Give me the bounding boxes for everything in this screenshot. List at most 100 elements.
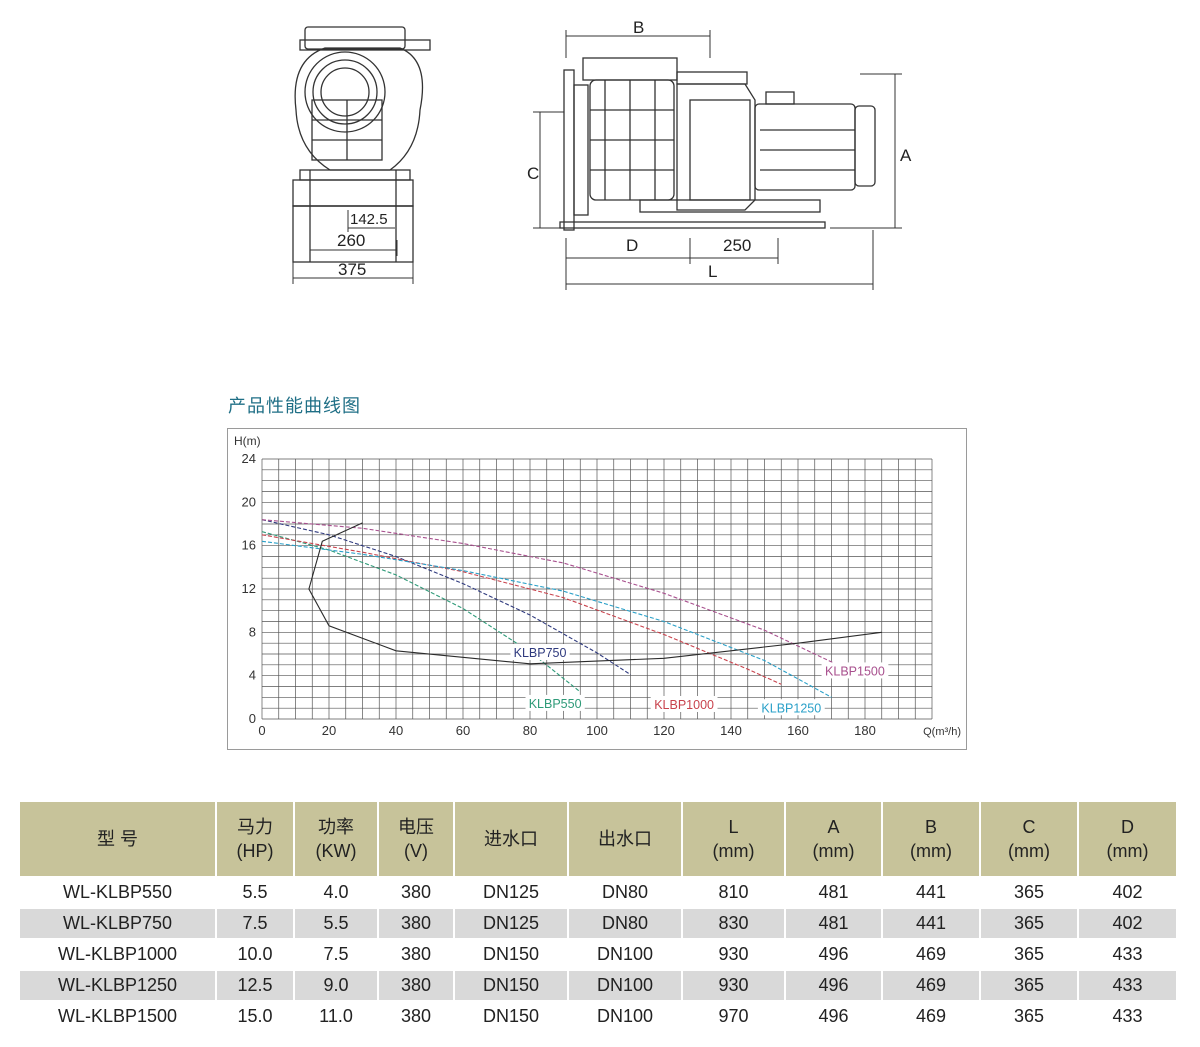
cell-b: 469 bbox=[881, 1000, 981, 1033]
header-c: C(mm) bbox=[979, 800, 1079, 878]
x-tick-label: 160 bbox=[787, 723, 809, 738]
cell-a: 496 bbox=[784, 969, 883, 1002]
cell-model: WL-KLBP750 bbox=[18, 907, 217, 940]
cell-hp: 10.0 bbox=[215, 938, 295, 971]
x-tick-label: 100 bbox=[586, 723, 608, 738]
cell-b: 441 bbox=[881, 907, 981, 940]
cell-hp: 7.5 bbox=[215, 907, 295, 940]
curve-klbp1000 bbox=[261, 534, 782, 685]
front-dimension-lines bbox=[292, 210, 414, 284]
cell-a: 481 bbox=[784, 876, 883, 909]
dim-260: 260 bbox=[337, 231, 366, 250]
curve-label-bg bbox=[525, 694, 585, 711]
curve-label-bg bbox=[510, 644, 570, 660]
cell-d: 433 bbox=[1077, 938, 1178, 971]
cell-kw: 4.0 bbox=[293, 876, 379, 909]
cell-voltage: 380 bbox=[377, 938, 455, 971]
table-row: WL-KLBP1000 10.0 7.5 380 DN150 DN100 930… bbox=[18, 938, 1178, 971]
curve-label-bg bbox=[650, 696, 718, 712]
y-tick-label: 4 bbox=[249, 668, 256, 683]
cell-outlet: DN80 bbox=[567, 876, 683, 909]
x-tick-label: 40 bbox=[389, 723, 403, 738]
curve-klbp550 bbox=[261, 531, 581, 693]
curve-klbp750 bbox=[261, 519, 631, 676]
pump-front-view bbox=[292, 26, 431, 263]
cell-a: 496 bbox=[784, 938, 883, 971]
header-a: A(mm) bbox=[784, 800, 883, 878]
cell-kw: 7.5 bbox=[293, 938, 379, 971]
cell-a: 481 bbox=[784, 907, 883, 940]
header-kw: 功率(KW) bbox=[293, 800, 379, 878]
cell-voltage: 380 bbox=[377, 1000, 455, 1033]
cell-outlet: DN80 bbox=[567, 907, 683, 940]
cell-model: WL-KLBP550 bbox=[18, 876, 217, 909]
cell-model: WL-KLBP1250 bbox=[18, 969, 217, 1002]
cell-d: 402 bbox=[1077, 876, 1178, 909]
y-tick-label: 16 bbox=[242, 538, 256, 553]
header-model: 型 号 bbox=[18, 800, 217, 878]
curve-label-bg bbox=[821, 662, 889, 679]
cell-l: 810 bbox=[681, 876, 786, 909]
cell-voltage: 380 bbox=[377, 907, 455, 940]
x-tick-label: 120 bbox=[653, 723, 675, 738]
curve-label: KLBP750 bbox=[514, 646, 567, 660]
header-inlet: 进水口 bbox=[453, 800, 569, 878]
curve-klbp1250 bbox=[261, 540, 832, 698]
pump-side-view bbox=[559, 57, 876, 231]
x-tick-label: 80 bbox=[523, 723, 537, 738]
cell-hp: 12.5 bbox=[215, 969, 295, 1002]
cell-c: 365 bbox=[979, 876, 1079, 909]
cell-b: 469 bbox=[881, 938, 981, 971]
cell-l: 970 bbox=[681, 1000, 786, 1033]
cell-outlet: DN100 bbox=[567, 969, 683, 1002]
y-tick-label: 8 bbox=[249, 624, 256, 639]
cell-model: WL-KLBP1500 bbox=[18, 1000, 217, 1033]
dim-a: A bbox=[900, 146, 912, 165]
dim-d: D bbox=[626, 236, 639, 255]
table-row: WL-KLBP1250 12.5 9.0 380 DN150 DN100 930… bbox=[18, 969, 1178, 1002]
cell-outlet: DN100 bbox=[567, 938, 683, 971]
cell-model: WL-KLBP1000 bbox=[18, 938, 217, 971]
header-d: D(mm) bbox=[1077, 800, 1178, 878]
spec-table-header-row: 型 号 马力(HP) 功率(KW) 电压(V) 进水口 出水口 L(mm) A(… bbox=[18, 800, 1178, 878]
table-row: WL-KLBP750 7.5 5.5 380 DN125 DN80 830 48… bbox=[18, 907, 1178, 940]
x-tick-label: 180 bbox=[854, 723, 876, 738]
dim-250: 250 bbox=[723, 236, 752, 255]
curve-efficiency bbox=[308, 522, 882, 665]
x-tick-label: 20 bbox=[322, 723, 336, 738]
cell-l: 830 bbox=[681, 907, 786, 940]
dim-c: C bbox=[527, 164, 540, 183]
dim-142-5: 142.5 bbox=[350, 211, 388, 228]
cell-c: 365 bbox=[979, 907, 1079, 940]
x-tick-label: 60 bbox=[456, 723, 470, 738]
cell-l: 930 bbox=[681, 969, 786, 1002]
cell-voltage: 380 bbox=[377, 876, 455, 909]
cell-kw: 9.0 bbox=[293, 969, 379, 1002]
y-tick-label: 12 bbox=[242, 581, 256, 596]
cell-inlet: DN150 bbox=[453, 969, 569, 1002]
side-dimension-lines bbox=[533, 30, 902, 290]
dim-l: L bbox=[708, 262, 718, 281]
dim-b: B bbox=[633, 18, 645, 37]
cell-b: 441 bbox=[881, 876, 981, 909]
cell-inlet: DN125 bbox=[453, 907, 569, 940]
cell-d: 433 bbox=[1077, 969, 1178, 1002]
y-tick-label: 24 bbox=[242, 451, 256, 466]
table-row: WL-KLBP550 5.5 4.0 380 DN125 DN80 810 48… bbox=[18, 876, 1178, 909]
curve-label-bg bbox=[757, 699, 825, 716]
chart-section-title: 产品性能曲线图 bbox=[228, 396, 361, 417]
dim-375: 375 bbox=[338, 260, 367, 279]
cell-inlet: DN150 bbox=[453, 1000, 569, 1033]
cell-inlet: DN150 bbox=[453, 938, 569, 971]
cell-c: 365 bbox=[979, 969, 1079, 1002]
header-hp: 马力(HP) bbox=[215, 800, 295, 878]
cell-hp: 15.0 bbox=[215, 1000, 295, 1033]
x-tick-label: 140 bbox=[720, 723, 742, 738]
cell-d: 433 bbox=[1077, 1000, 1178, 1033]
technical-drawings: 142.5 260 375 B A C D 250 L bbox=[0, 0, 1200, 300]
curve-label: KLBP1500 bbox=[825, 664, 885, 678]
cell-inlet: DN125 bbox=[453, 876, 569, 909]
spec-table: 型 号 马力(HP) 功率(KW) 电压(V) 进水口 出水口 L(mm) A(… bbox=[18, 800, 1178, 1033]
cell-d: 402 bbox=[1077, 907, 1178, 940]
cell-c: 365 bbox=[979, 1000, 1079, 1033]
